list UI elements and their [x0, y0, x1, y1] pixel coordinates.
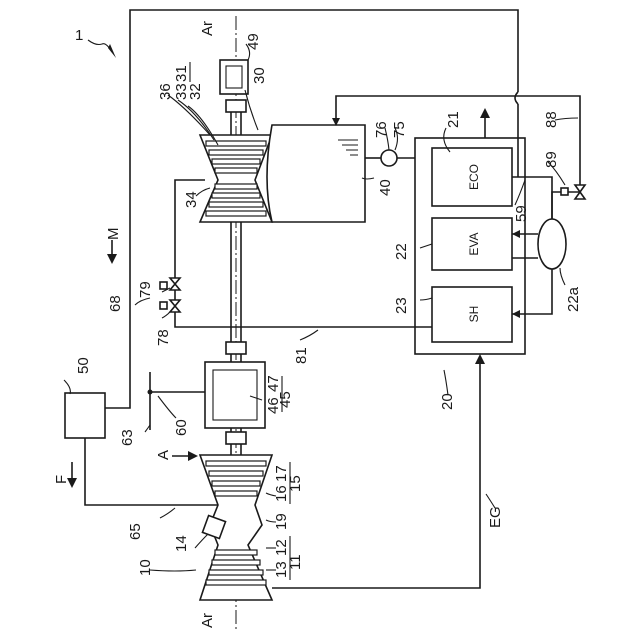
line-65: [85, 438, 222, 505]
controller-50: [65, 393, 105, 438]
label-65: 65: [127, 523, 144, 540]
junction-63: [148, 390, 153, 395]
label-31: 31: [173, 65, 190, 82]
label-59: 59: [513, 205, 530, 222]
label-68: 68: [107, 295, 124, 312]
label-33: 33: [173, 83, 190, 100]
label-49: 49: [245, 33, 262, 50]
arrow-M-head: [107, 254, 117, 264]
label-axis-top: Ar: [199, 21, 216, 36]
system-pointer-head: [108, 44, 116, 58]
label-63: 63: [119, 429, 136, 446]
label-21: 21: [445, 111, 462, 128]
label-88: 88: [543, 111, 560, 128]
label-A: A: [155, 450, 172, 460]
label-46: 46: [265, 397, 282, 414]
line-68-hop: [515, 92, 518, 104]
label-M: M: [105, 228, 122, 241]
sh-label: SH: [467, 306, 481, 323]
controller-to-68: [105, 310, 130, 408]
label-47: 47: [265, 375, 282, 392]
exhaust-gas-line: [272, 356, 480, 588]
label-79: 79: [137, 281, 154, 298]
label-34: 34: [183, 191, 200, 208]
label-36: 36: [157, 83, 174, 100]
label-23: 23: [393, 297, 410, 314]
system-pointer: [88, 40, 112, 52]
coupling-top: [226, 100, 246, 112]
pump-76: [381, 150, 397, 166]
steam-turbine-casing: [200, 135, 272, 222]
valve89-branch: [552, 192, 580, 219]
stack-arrowhead: [480, 108, 490, 118]
valve-78: [170, 300, 180, 312]
generator-45: [205, 362, 265, 428]
label-60: 60: [173, 419, 190, 436]
label-40: 40: [377, 179, 394, 196]
label-81: 81: [293, 347, 310, 364]
label-14: 14: [173, 535, 190, 552]
label-78: 78: [155, 329, 172, 346]
label-76: 76: [373, 121, 390, 138]
coupling-mid-bottom: [226, 432, 246, 444]
drum-22a: [538, 219, 566, 269]
label-89: 89: [543, 151, 560, 168]
label-75: 75: [391, 121, 408, 138]
arrow-A-head: [188, 451, 198, 461]
label-30: 30: [251, 67, 268, 84]
generator-49: [220, 60, 248, 94]
valve-89-actuator: [561, 188, 568, 195]
exhaust-arrowhead: [475, 354, 485, 364]
valve-79-actuator: [160, 282, 167, 289]
label-system: 1: [75, 27, 83, 44]
label-12: 12: [273, 539, 290, 556]
label-20: 20: [439, 393, 456, 410]
valve-78-actuator: [160, 302, 167, 309]
label-50: 50: [75, 357, 92, 374]
label-10: 10: [137, 559, 154, 576]
label-22: 22: [393, 243, 410, 260]
valve-79: [170, 278, 180, 290]
label-22a: 22a: [565, 286, 582, 312]
label-EG: EG: [487, 506, 504, 528]
label-F: F: [53, 475, 70, 484]
eco-label: ECO: [467, 164, 481, 190]
label-axis-bottom: Ar: [199, 613, 216, 628]
eva-label: EVA: [467, 232, 481, 255]
label-19: 19: [273, 513, 290, 530]
coupling-mid-top: [226, 342, 246, 354]
label-13: 13: [273, 561, 290, 578]
